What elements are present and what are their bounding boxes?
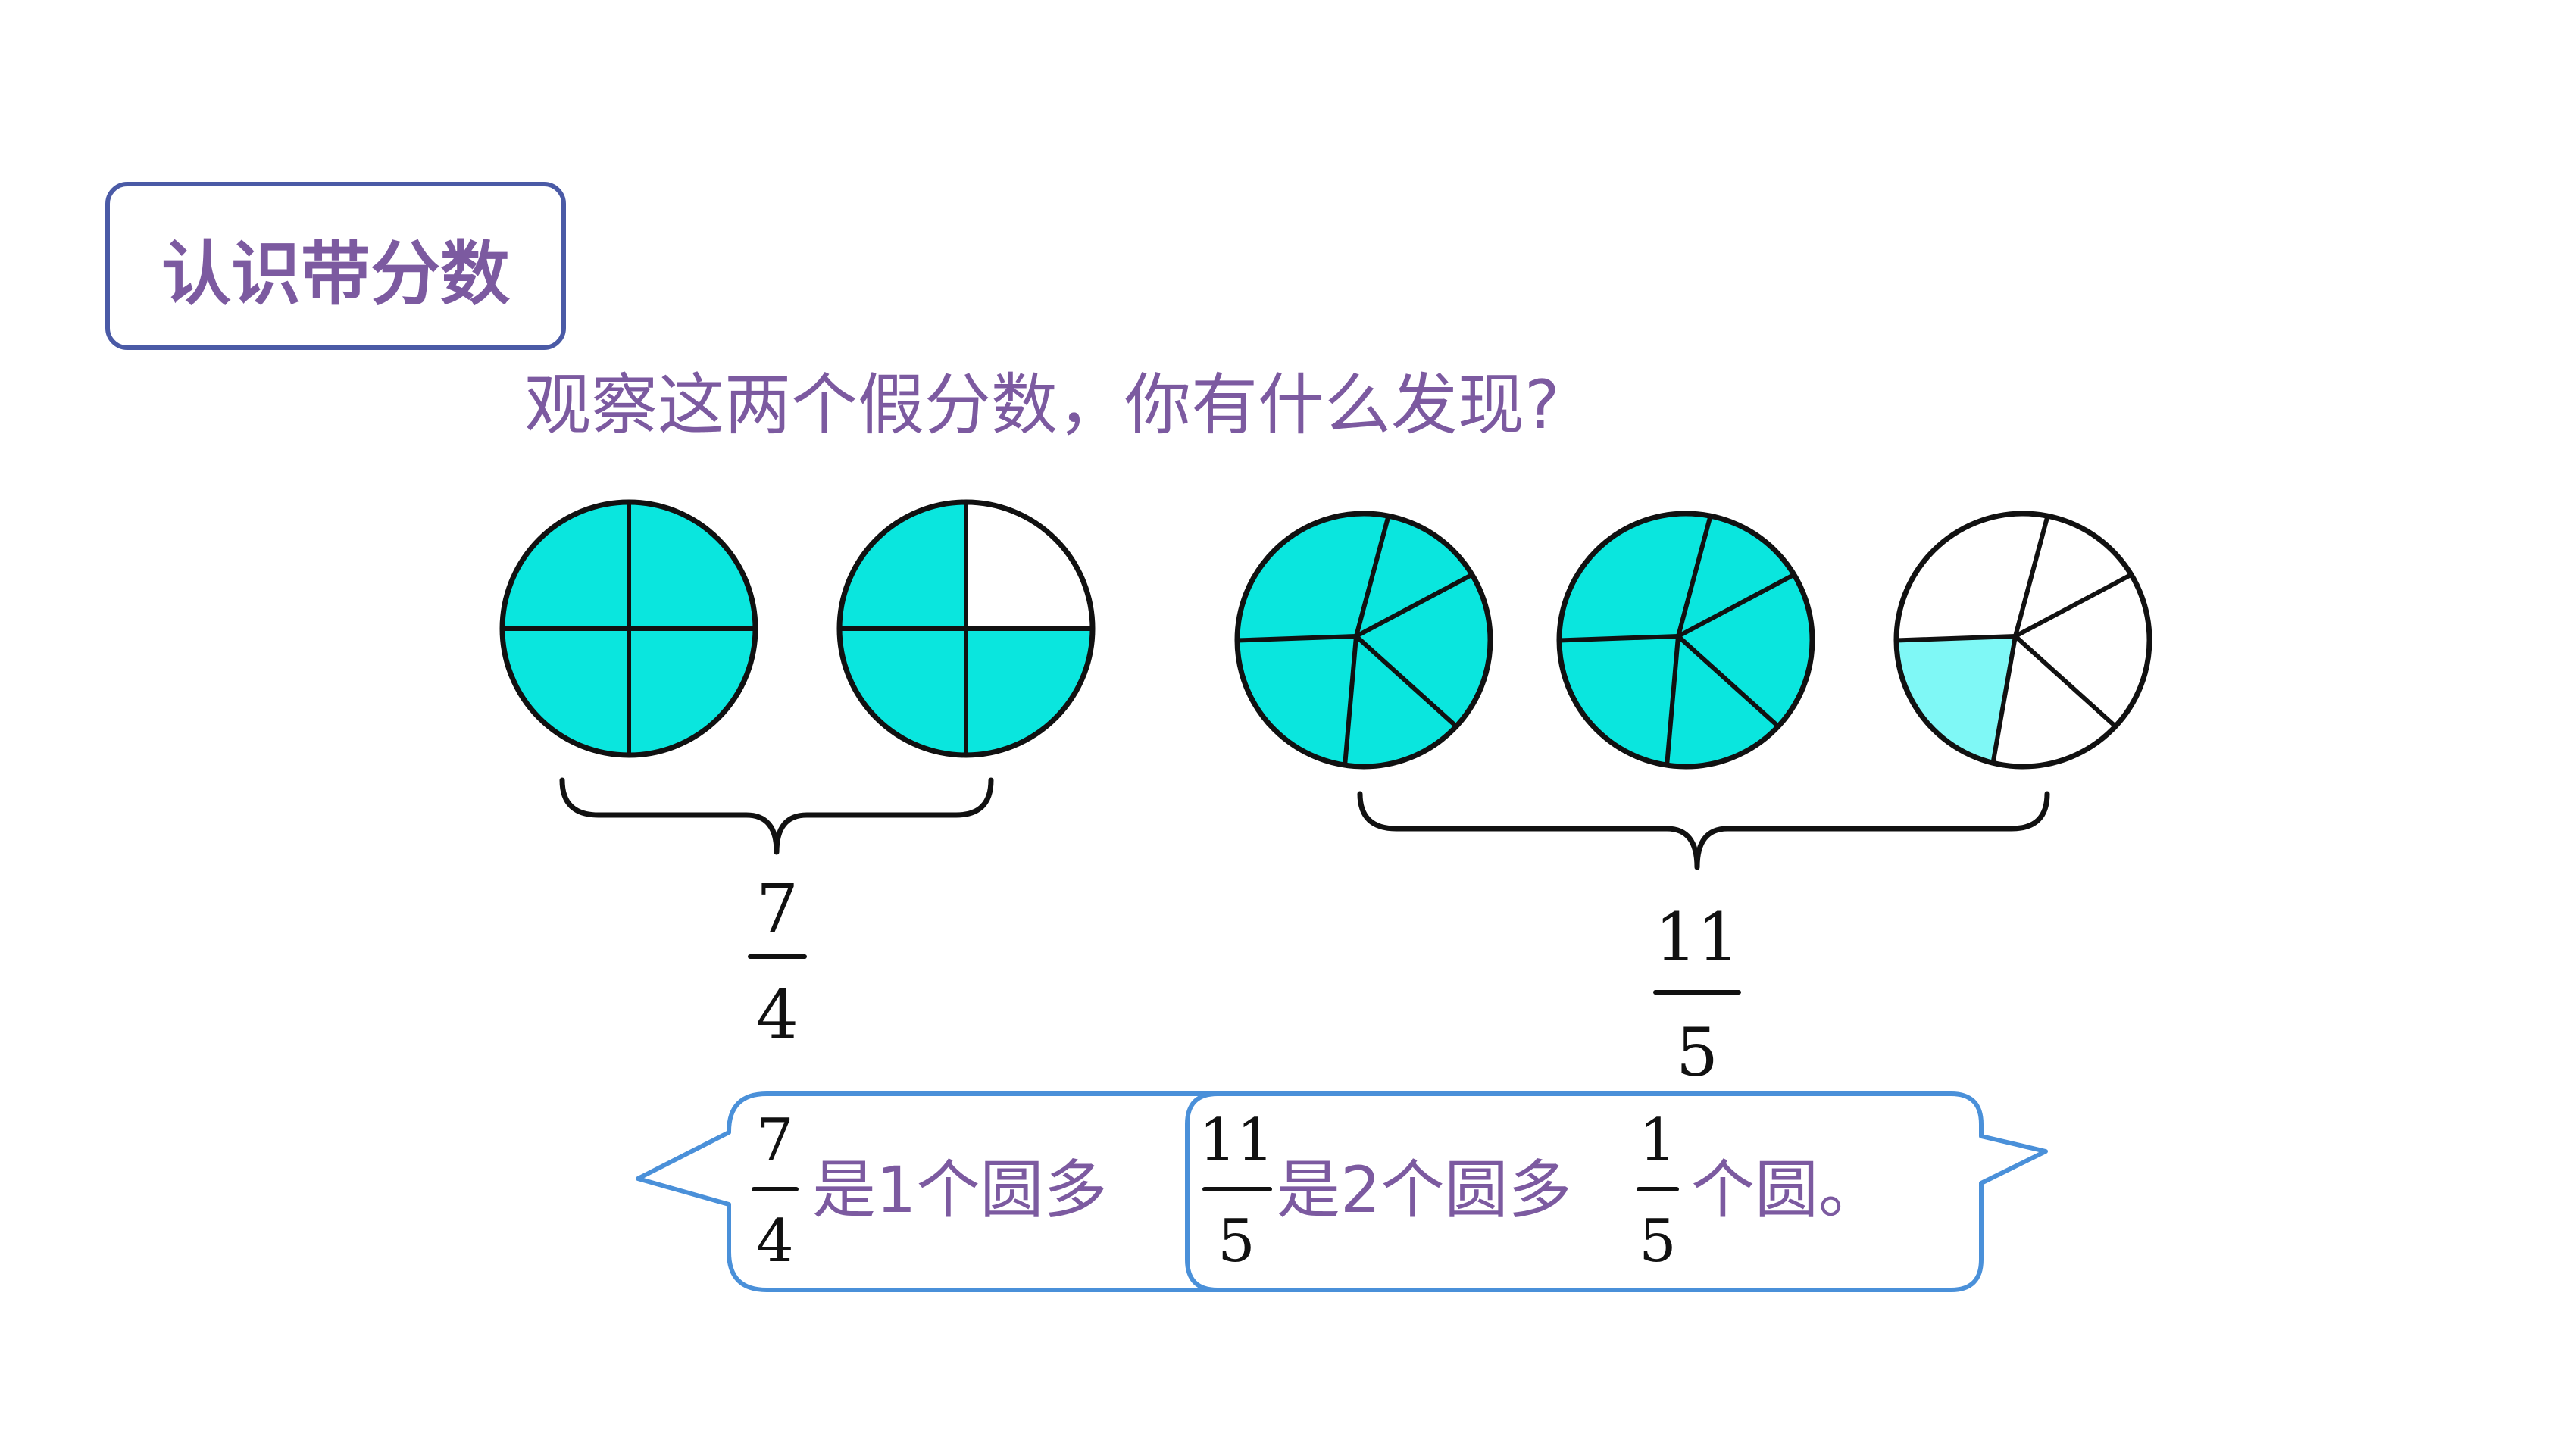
fraction-circle-3 bbox=[1234, 511, 1493, 770]
circle-3-sector-5 bbox=[1237, 514, 1389, 641]
title: 认识带分数 bbox=[161, 233, 510, 314]
circle-1-sector-4 bbox=[502, 502, 629, 629]
circle-1-sector-2 bbox=[629, 629, 755, 755]
bubble-right-denominator: 5 bbox=[1218, 1207, 1255, 1276]
circle-5-sector-4 bbox=[1896, 636, 2015, 764]
fraction-circle-2 bbox=[836, 499, 1096, 758]
circle-4-divider-2 bbox=[1677, 573, 1796, 639]
circle-4-sector-5 bbox=[1559, 514, 1711, 641]
fraction-circle-1 bbox=[499, 499, 758, 758]
fraction-b-numerator: 11 bbox=[1655, 898, 1740, 976]
bubble-right-numerator: 11 bbox=[1199, 1107, 1274, 1175]
bubble-right-unit-denominator: 5 bbox=[1639, 1207, 1677, 1276]
circle-5-divider-5 bbox=[1896, 634, 2016, 643]
circle-2-sector-1 bbox=[966, 502, 1093, 629]
fraction-circle-5 bbox=[1893, 511, 2152, 770]
circle-5-sector-2 bbox=[2015, 574, 2149, 726]
circle-3-divider-4 bbox=[1343, 635, 1358, 766]
speech-bubble-right: 11 5 是2个圆多 1 5 个圆。 bbox=[1185, 1091, 2048, 1292]
bubble-right-text: 是2个圆多 bbox=[1277, 1153, 1571, 1227]
circle-5-divider-1 bbox=[2013, 515, 2050, 637]
circle-4-sector-2 bbox=[1678, 574, 1812, 726]
circle-3-rim bbox=[1234, 511, 1493, 770]
circle-5-divider-4 bbox=[1990, 635, 2018, 764]
brace-right bbox=[1357, 791, 2050, 870]
fraction-a-numerator: 7 bbox=[756, 870, 799, 948]
circle-5-divider-2 bbox=[2014, 573, 2133, 639]
circle-1-sector-3 bbox=[502, 629, 629, 755]
fraction-circles bbox=[499, 499, 2152, 770]
bubble-right-suffix: 个圆。 bbox=[1691, 1153, 1882, 1227]
title-box: 认识带分数 bbox=[105, 182, 566, 350]
circle-4-sector-4 bbox=[1559, 636, 1678, 766]
bubble-right-unit-numerator: 1 bbox=[1639, 1107, 1677, 1175]
circle-2-sector-3 bbox=[839, 629, 966, 755]
question: 观察这两个假分数，你有什么发现? bbox=[524, 366, 1560, 444]
circle-2-sector-2 bbox=[966, 629, 1093, 755]
fraction-a-denominator: 4 bbox=[756, 976, 799, 1054]
circle-3-divider-1 bbox=[1354, 515, 1391, 637]
circle-4-rim bbox=[1556, 511, 1815, 770]
circle-3-sector-4 bbox=[1237, 636, 1356, 766]
bubble-left-text: 是1个圆多 bbox=[812, 1153, 1107, 1227]
circle-3-sector-1 bbox=[1356, 516, 1472, 636]
fraction-circle-4 bbox=[1556, 511, 1815, 770]
circle-5-sector-1 bbox=[2015, 516, 2131, 636]
circle-5-sector-5 bbox=[1896, 514, 2048, 641]
title-box-frame bbox=[105, 182, 566, 350]
circle-3-divider-2 bbox=[1355, 573, 1474, 639]
circle-3-sector-2 bbox=[1356, 574, 1490, 726]
circle-1-rim bbox=[499, 499, 758, 758]
fraction-eleven-fifths: 11 5 bbox=[1653, 898, 1741, 1091]
fraction-seven-fourths: 7 4 bbox=[748, 870, 807, 1054]
circle-5-divider-3 bbox=[2013, 634, 2118, 729]
circle-3-divider-3 bbox=[1354, 634, 1458, 729]
bubble-left-numerator: 7 bbox=[756, 1107, 794, 1175]
circle-4-divider-5 bbox=[1558, 634, 1679, 643]
fraction-b-denominator: 5 bbox=[1676, 1013, 1718, 1091]
brace-left bbox=[559, 777, 994, 855]
circle-1-sector-1 bbox=[629, 502, 755, 629]
circle-3-sector-3 bbox=[1345, 636, 1457, 767]
speech-bubble-right-frame bbox=[1185, 1091, 2048, 1292]
circle-4-divider-3 bbox=[1676, 634, 1780, 729]
circle-4-sector-3 bbox=[1667, 636, 1779, 767]
circle-2-sector-4 bbox=[839, 502, 966, 629]
circle-4-sector-1 bbox=[1678, 516, 1794, 636]
circle-5-rim bbox=[1893, 511, 2152, 770]
circle-3-divider-5 bbox=[1236, 634, 1357, 643]
bubble-left-denominator: 4 bbox=[756, 1207, 794, 1276]
circle-4-divider-4 bbox=[1665, 635, 1680, 766]
circle-2-rim bbox=[836, 499, 1096, 758]
circle-5-sector-3 bbox=[1993, 636, 2116, 767]
circle-4-divider-1 bbox=[1676, 515, 1713, 637]
